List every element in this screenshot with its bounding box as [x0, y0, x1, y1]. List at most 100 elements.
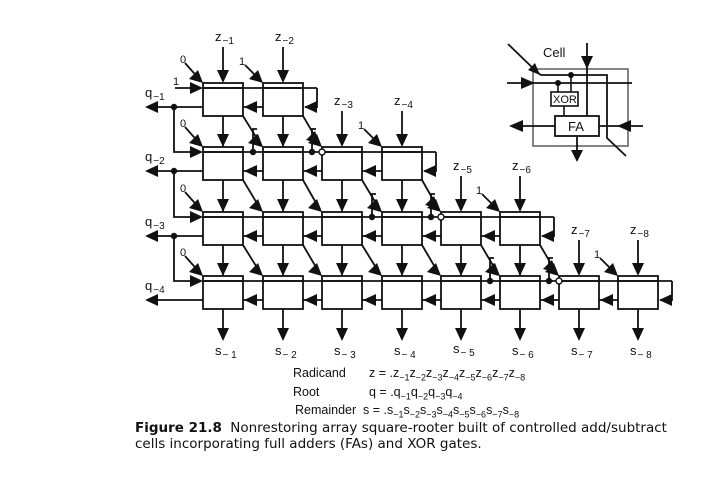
const-one-label: 1 [594, 249, 600, 261]
sum-output-arrow-icon [573, 328, 585, 341]
z-input-label: z−6 [512, 158, 531, 176]
hook-arrow-icon [425, 196, 439, 209]
sum-output-arrow-icon [336, 328, 348, 341]
diagonal-arrow-icon [249, 263, 263, 276]
sum-arrow-icon [396, 263, 408, 276]
s-output-label: s− 6 [512, 343, 534, 361]
const-one-arrow-icon [486, 199, 500, 212]
hook-wire [430, 193, 435, 217]
s-output-label: s− 8 [630, 343, 652, 361]
s-output-label: s− 3 [334, 343, 356, 361]
figure-number: Figure 21.8 [135, 420, 222, 436]
z-input-arrow-icon [217, 70, 229, 83]
carry-in-arrow-icon [423, 165, 436, 177]
legend-term: z−8 [508, 366, 526, 383]
carry-out-arrow-icon [509, 120, 523, 132]
q-output-arrow-icon [145, 294, 158, 306]
sum-output-arrow-icon [217, 328, 229, 341]
control-line-through [537, 72, 627, 157]
q-feedback-arrow-icon [190, 211, 203, 223]
const-one-label: 1 [239, 56, 245, 68]
const-one-arrow-icon [604, 263, 618, 276]
q-output-label: q−2 [145, 149, 165, 167]
const-arrow-icon [189, 199, 203, 212]
q-output-arrow-icon [145, 165, 158, 177]
cell-array [145, 47, 673, 341]
cell-inset: Cell XOR FA [507, 43, 643, 162]
diagonal-arrow-icon [249, 199, 263, 212]
legend-term: s−3 [420, 403, 437, 420]
fa-label: FA [568, 119, 584, 134]
legend-root-name: Root [293, 384, 320, 399]
z-input-arrow-icon [336, 134, 348, 147]
diagonal-arrow-icon [308, 263, 322, 276]
z-input-label: z−2 [275, 29, 294, 47]
legend-term: z−7 [492, 366, 509, 383]
carry-arrow-icon [244, 165, 257, 177]
legend-term: s−5 [453, 403, 470, 420]
hook-wire [311, 128, 316, 152]
const-arrow-icon [189, 134, 203, 147]
diagonal-arrow-icon [308, 199, 322, 212]
legend-root-eq: q = .q−1q−2q−3q−4 [369, 384, 463, 402]
figure-caption: Figure 21.8 Nonrestoring array square-ro… [135, 420, 675, 452]
hook-arrow-icon [367, 199, 381, 212]
legend-term: s−6 [469, 403, 487, 420]
carry-arrow-icon [304, 230, 317, 242]
carry-arrow-icon [541, 294, 554, 306]
q-line-arrow-icon [521, 77, 535, 89]
s-output-label: s− 1 [215, 343, 237, 361]
z-input-arrow-icon [396, 134, 408, 147]
legend-term: z−6 [475, 366, 493, 383]
carry-arrow-icon [244, 294, 257, 306]
carry-in-arrow-icon [541, 230, 554, 242]
sum-output-arrow-icon [277, 328, 289, 341]
xor-label: XOR [553, 94, 577, 106]
legend-term: s−4 [436, 403, 454, 420]
carry-arrow-icon [304, 165, 317, 177]
diagonal-arrow-icon [368, 263, 382, 276]
carry-arrow-icon [600, 294, 613, 306]
z-input-arrow-icon [581, 56, 593, 69]
sum-arrow-icon [336, 263, 348, 276]
legend-root: Root q = .q−1q−2q−3q−4 [293, 385, 525, 404]
const-one-arrow-icon [368, 134, 382, 147]
inverter-bubble [318, 148, 326, 156]
const-zero-label: 0 [180, 118, 186, 130]
hook-wire [548, 257, 553, 281]
s-output-label: s− 7 [571, 343, 593, 361]
diagonal-arrow-icon [427, 263, 441, 276]
figure-caption-text: Nonrestoring array square-rooter built o… [135, 420, 667, 452]
sum-arrow-icon [217, 134, 229, 147]
q-output-arrow-icon [145, 101, 158, 113]
z-input-arrow-icon [455, 199, 467, 212]
const-zero-label: 0 [180, 183, 186, 195]
z-input-arrow-icon [277, 70, 289, 83]
legend-term: s−2 [403, 403, 420, 420]
carry-arrow-icon [244, 230, 257, 242]
sum-output-arrow-icon [455, 328, 467, 341]
sum-arrow-icon [336, 199, 348, 212]
sum-arrow-icon [217, 199, 229, 212]
hook-arrow-icon [306, 131, 320, 144]
sum-arrow-icon [217, 263, 229, 276]
carry-arrow-icon [363, 230, 376, 242]
const-one-arrow-icon [249, 70, 263, 83]
inverter-bubble [437, 213, 445, 221]
legend-term: s−1 [386, 403, 404, 420]
carry-in-arrow-icon [659, 294, 672, 306]
sum-arrow-icon [514, 263, 526, 276]
legend-term: q−1 [393, 384, 411, 402]
q-feedback-arrow-icon [190, 275, 203, 287]
sum-arrow-icon [277, 199, 289, 212]
carry-arrow-icon [482, 230, 495, 242]
s-output-label: s− 4 [394, 343, 416, 361]
legend-radicand-eq: z = .z−1z−2z−3z−4z−5z−6z−7z−8 [369, 366, 526, 383]
z-input-label: z−5 [453, 158, 472, 176]
carry-arrow-icon [244, 101, 257, 113]
inverter-bubble [555, 277, 563, 285]
carry-arrow-icon [363, 294, 376, 306]
const-arrow-icon [189, 263, 203, 276]
sum-output-arrow-icon [396, 328, 408, 341]
